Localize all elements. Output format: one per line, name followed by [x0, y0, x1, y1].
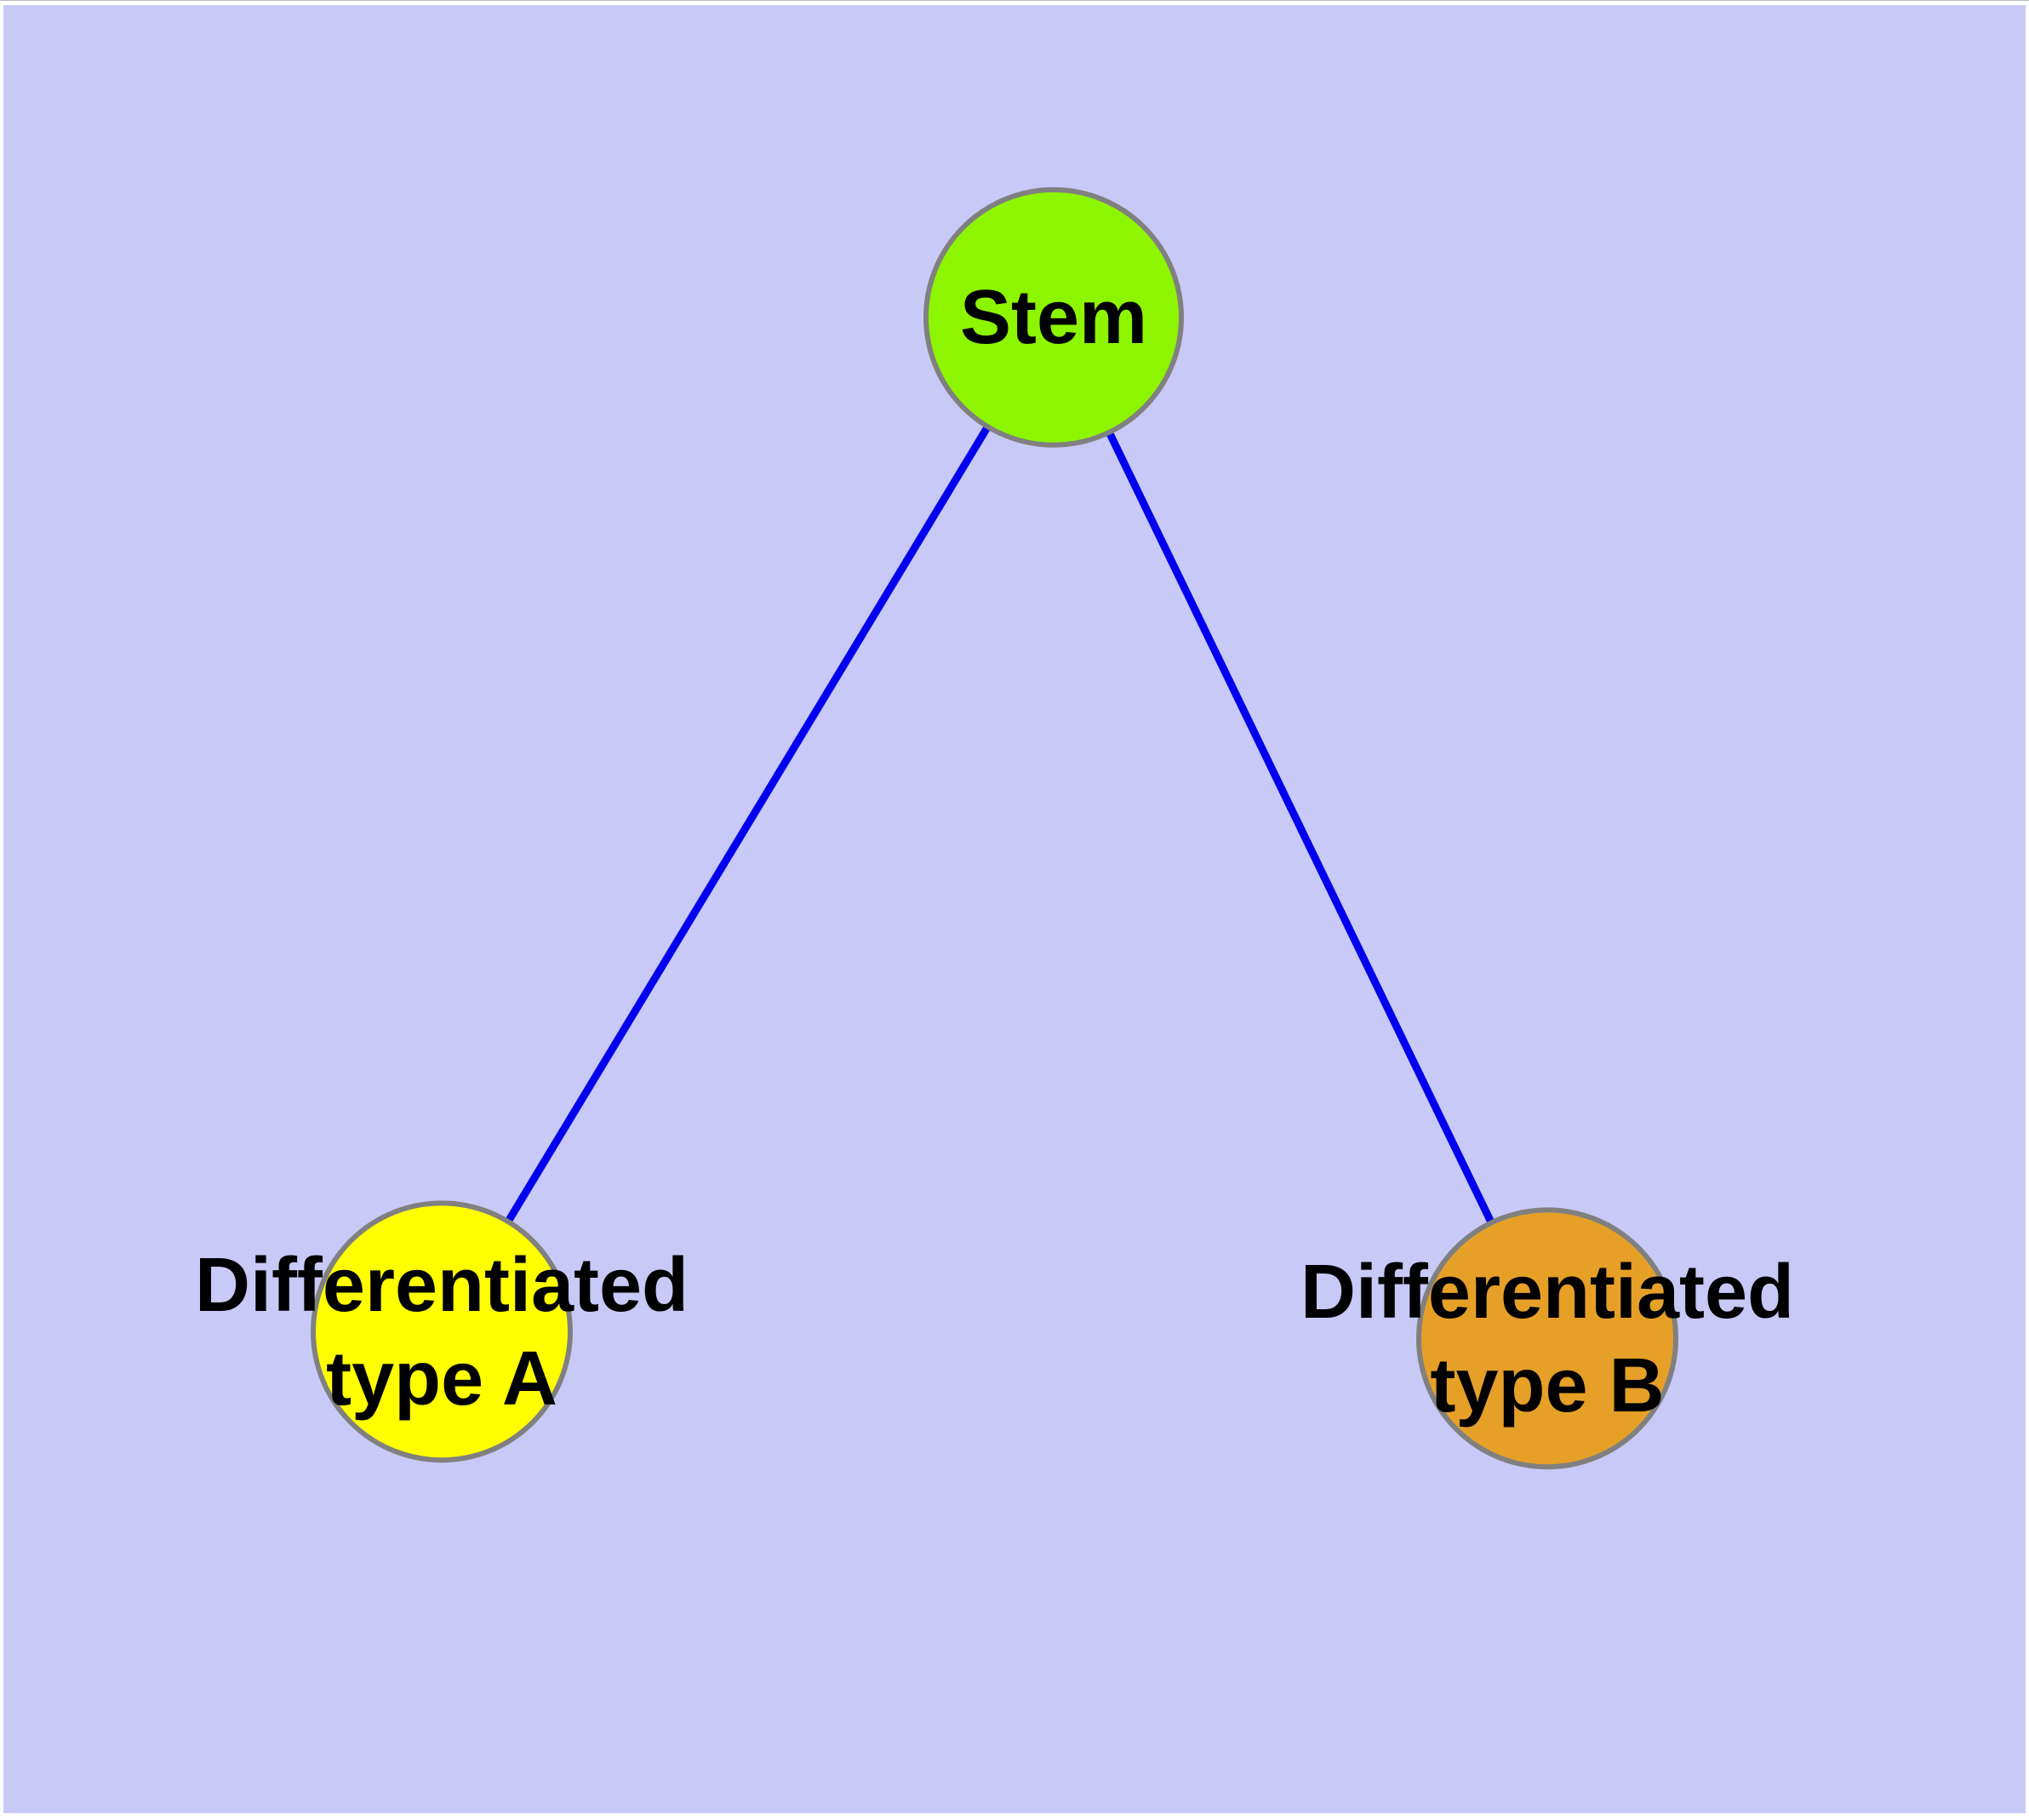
edge-stem-to-type-a	[438, 315, 1057, 1334]
node-type-a-circle	[311, 1200, 573, 1463]
diagram-canvas: Stem Differentiated type A Differentiate…	[3, 5, 2026, 1813]
node-type-b-circle	[1416, 1207, 1678, 1470]
graph-svg	[311, 186, 1678, 1470]
edge-stem-to-type-b	[1049, 315, 1552, 1341]
node-stem-circle	[923, 186, 1184, 448]
